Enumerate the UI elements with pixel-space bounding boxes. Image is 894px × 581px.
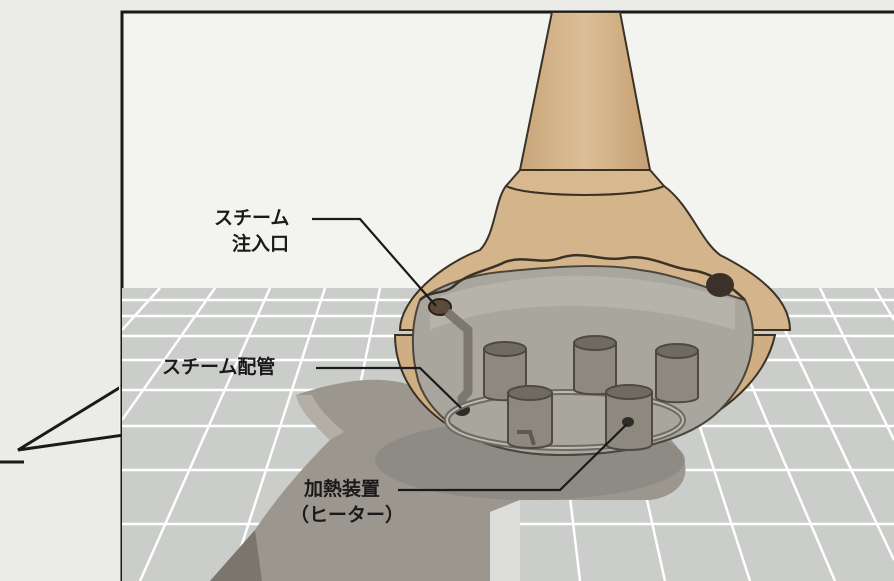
- callout-tail: [0, 382, 127, 464]
- steam-pipe-label: スチーム配管: [162, 356, 276, 378]
- heater-label-line2: （ヒーター）: [290, 504, 405, 526]
- still-neck: [504, 12, 666, 196]
- steam-inlet-leader: [312, 217, 437, 307]
- steam-pipe-leader: [316, 366, 462, 409]
- steam-inlet-label-line2: 注入口: [232, 233, 290, 255]
- heater-leader: [398, 423, 628, 492]
- steam-inlet-label-line1: スチーム: [214, 207, 290, 229]
- heater-cylinders: [483, 335, 699, 451]
- steam-pipe: [444, 308, 473, 410]
- heater-label-line1: 加熱装置: [304, 478, 381, 500]
- leader-lines: [312, 217, 628, 492]
- sight-glass: [706, 273, 734, 297]
